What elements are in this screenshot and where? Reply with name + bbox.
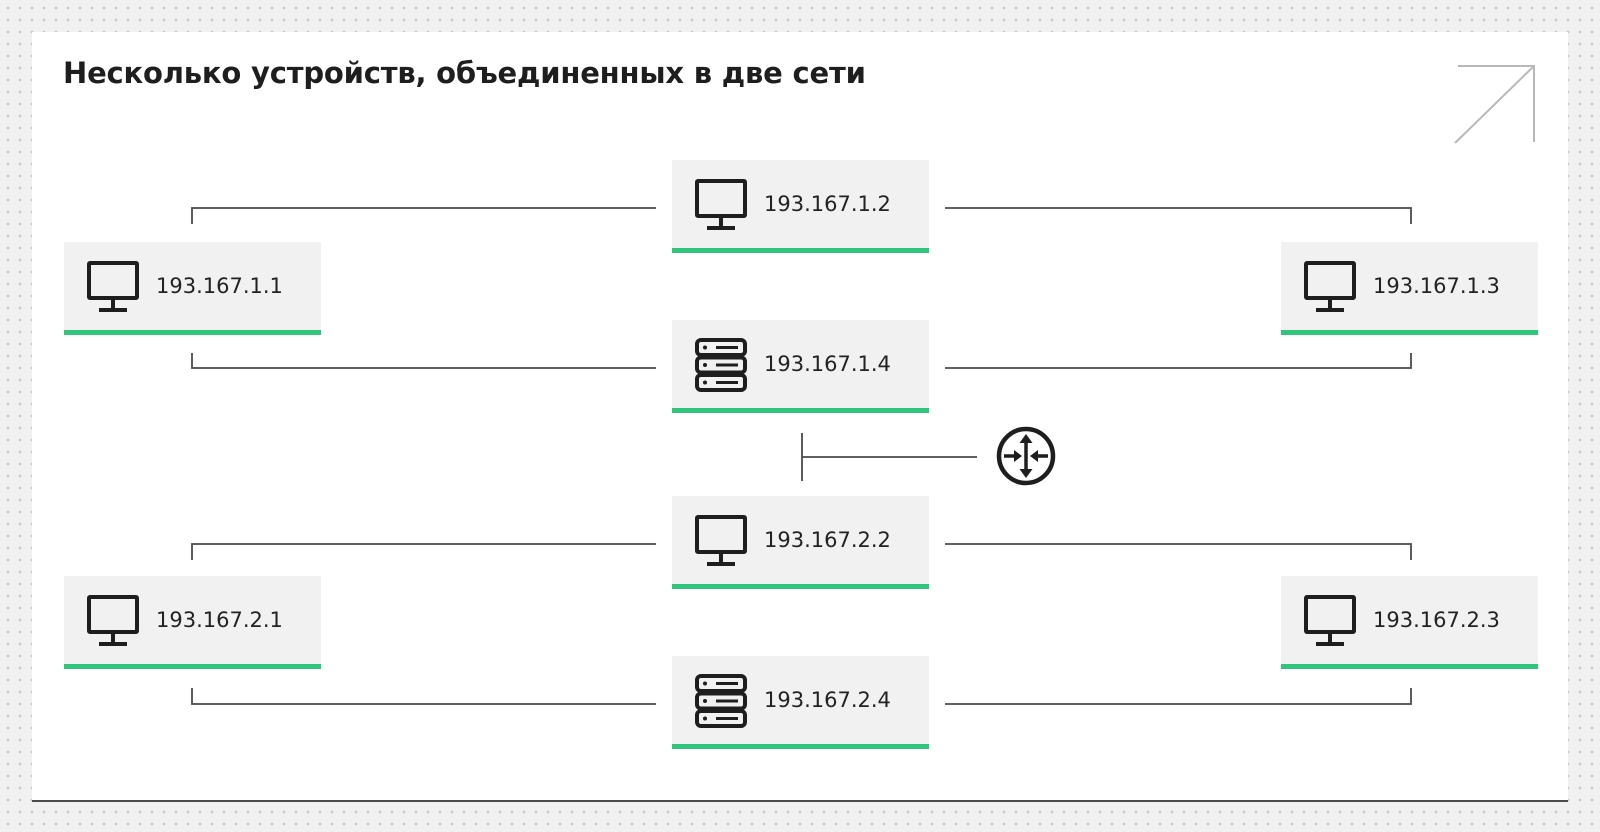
computer-icon <box>1304 595 1356 646</box>
node-pc-1-2[interactable]: 193.167.1.2 <box>672 160 929 253</box>
node-ip: 193.167.2.2 <box>764 528 891 552</box>
node-ip: 193.167.1.1 <box>156 274 283 298</box>
node-ip: 193.167.1.2 <box>764 192 891 216</box>
node-ip: 193.167.1.4 <box>764 352 891 376</box>
node-ip: 193.167.2.1 <box>156 608 283 632</box>
computer-icon <box>695 179 747 230</box>
link-1-4-to-1-3 <box>945 353 1412 369</box>
link-2-2-to-2-3 <box>945 543 1412 560</box>
node-pc-2-2[interactable]: 193.167.2.2 <box>672 496 929 589</box>
node-ip: 193.167.2.4 <box>764 688 891 712</box>
computer-icon <box>87 261 139 312</box>
link-1-2-to-1-3 <box>945 207 1412 224</box>
computer-icon <box>1304 261 1356 312</box>
link-2-4-to-2-3 <box>945 688 1412 705</box>
node-pc-2-3[interactable]: 193.167.2.3 <box>1281 576 1538 669</box>
node-ip: 193.167.2.3 <box>1373 608 1500 632</box>
computer-icon <box>695 515 747 566</box>
server-icon <box>695 338 747 392</box>
node-ip: 193.167.1.3 <box>1373 274 1500 298</box>
node-server-2-4[interactable]: 193.167.2.4 <box>672 656 929 749</box>
computer-icon <box>87 595 139 646</box>
node-server-1-4[interactable]: 193.167.1.4 <box>672 320 929 413</box>
node-pc-1-3[interactable]: 193.167.1.3 <box>1281 242 1538 335</box>
node-pc-1-1[interactable]: 193.167.1.1 <box>64 242 321 335</box>
node-pc-2-1[interactable]: 193.167.2.1 <box>64 576 321 669</box>
router-icon[interactable] <box>995 425 1057 487</box>
server-icon <box>695 674 747 728</box>
diagram-title: Несколько устройств, объединенных в две … <box>63 56 866 90</box>
link-2-2-to-2-1 <box>191 543 656 560</box>
link-2-4-to-2-1 <box>191 688 656 705</box>
expand-arrow-icon[interactable] <box>1452 62 1540 146</box>
link-1-4-to-1-1 <box>191 353 656 369</box>
link-1-2-to-1-1 <box>191 207 656 224</box>
